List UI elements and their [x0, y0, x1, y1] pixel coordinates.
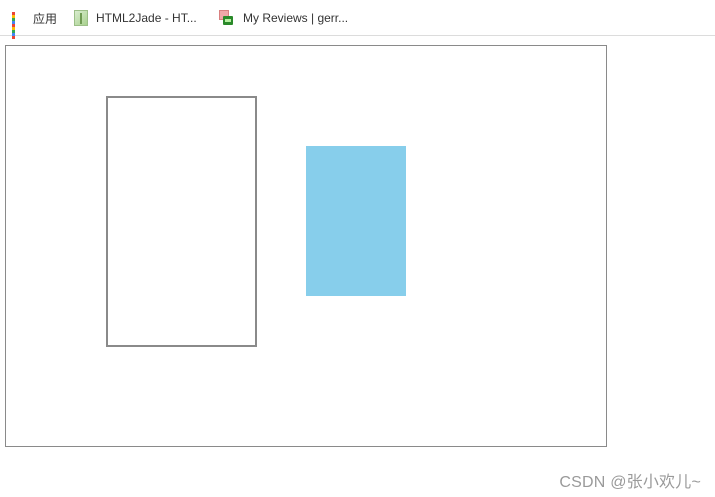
bookmarks-bar: 应用 HTML2Jade - HT... My Reviews | gerr..… [0, 0, 715, 39]
canvas-frame [5, 45, 607, 447]
bookmark-my-reviews[interactable]: My Reviews | gerr... [219, 9, 348, 27]
bookmark-label: 应用 [33, 11, 58, 26]
bookmark-label: HTML2Jade - HT... [96, 11, 197, 25]
filled-blue-rectangle [306, 146, 406, 296]
gerrit-reviews-icon [219, 10, 235, 26]
apps-grid-icon [12, 11, 25, 39]
outlined-rectangle [106, 96, 257, 347]
html2jade-icon [74, 10, 88, 26]
bookmark-apps[interactable]: 应用 [11, 9, 58, 39]
bookmark-html2jade[interactable]: HTML2Jade - HT... [74, 9, 197, 27]
bookmark-label: My Reviews | gerr... [243, 11, 349, 25]
watermark: CSDN @张小欢儿~ [559, 474, 701, 491]
